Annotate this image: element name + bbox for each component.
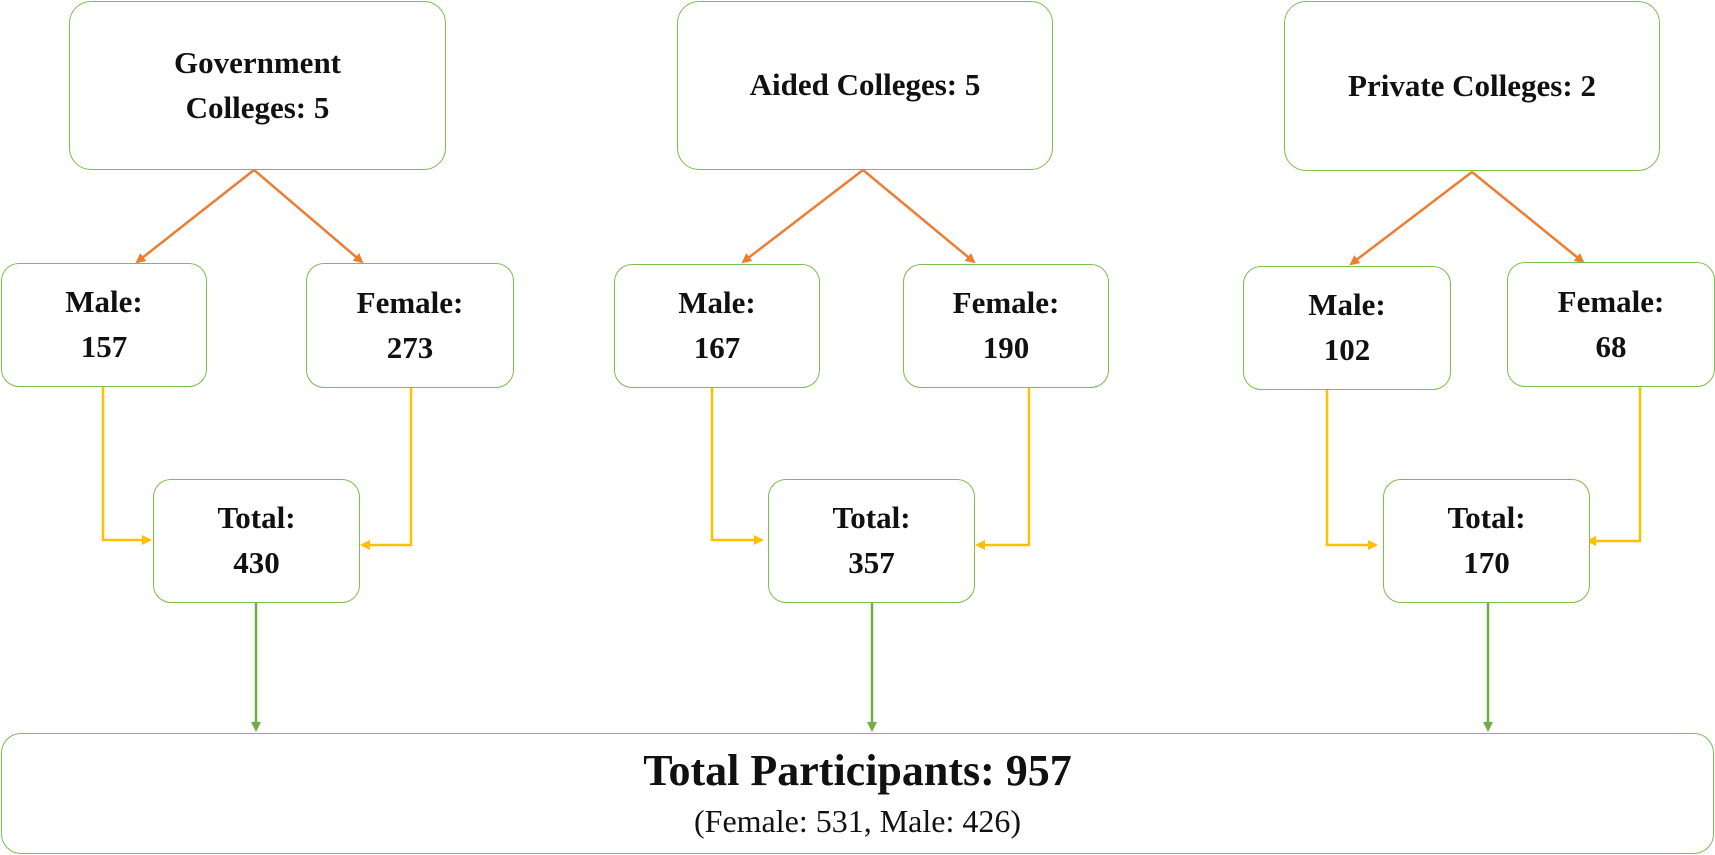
- government-title-line1: Government: [173, 44, 342, 80]
- government-total-label: Total:: [217, 500, 296, 536]
- government-male-box: Male: 157: [1, 263, 207, 387]
- private-title: Private Colleges: 2: [1348, 67, 1596, 103]
- aided-female-box: Female: 190: [903, 264, 1109, 388]
- total-participants-breakdown: (Female: 531, Male: 426): [693, 802, 1022, 839]
- private-female-label: Female:: [1557, 283, 1665, 319]
- government-total-box: Total: 430: [153, 479, 360, 603]
- gov-to-male-arrow: [135, 169, 255, 264]
- aided-male-value: 167: [693, 330, 741, 365]
- private-total-box: Total: 170: [1383, 479, 1590, 603]
- aided-colleges-box: Aided Colleges: 5: [677, 1, 1053, 170]
- private-female-to-total-arrow: [1586, 387, 1642, 546]
- aided-to-female-arrow: [862, 169, 976, 264]
- government-female-label: Female:: [356, 284, 464, 320]
- private-male-to-total-arrow: [1325, 389, 1378, 550]
- aided-female-to-total-arrow: [975, 387, 1031, 550]
- government-male-label: Male:: [65, 284, 143, 320]
- aided-female-value: 190: [982, 330, 1030, 365]
- aided-male-box: Male: 167: [614, 264, 820, 388]
- government-title-line2: Colleges: 5: [185, 89, 330, 125]
- aided-to-male-arrow: [741, 169, 864, 264]
- private-colleges-box: Private Colleges: 2: [1284, 1, 1660, 171]
- aided-male-to-total-arrow: [710, 387, 764, 545]
- government-female-box: Female: 273: [306, 263, 514, 388]
- government-total-value: 430: [233, 545, 280, 580]
- private-to-female-arrow: [1471, 171, 1585, 264]
- gov-to-female-arrow: [253, 169, 364, 264]
- aided-female-label: Female:: [952, 285, 1060, 321]
- private-female-box: Female: 68: [1507, 262, 1715, 387]
- private-to-male-arrow: [1349, 171, 1473, 266]
- government-male-value: 157: [80, 329, 128, 364]
- total-participants-title: Total Participants: 957: [643, 746, 1072, 796]
- private-total-label: Total:: [1447, 500, 1526, 536]
- government-colleges-box: Government Colleges: 5: [69, 1, 446, 170]
- total-participants-box: Total Participants: 957 (Female: 531, Ma…: [1, 733, 1714, 854]
- aided-total-box: Total: 357: [768, 479, 975, 603]
- aided-total-value: 357: [848, 545, 895, 580]
- private-male-label: Male:: [1308, 287, 1386, 323]
- private-male-value: 102: [1323, 332, 1371, 367]
- aided-male-label: Male:: [678, 285, 756, 321]
- government-female-value: 273: [386, 329, 434, 365]
- private-male-box: Male: 102: [1243, 266, 1451, 390]
- private-total-value: 170: [1463, 545, 1510, 580]
- aided-total-label: Total:: [832, 500, 911, 536]
- gov-male-to-total-arrow: [101, 387, 152, 545]
- private-female-value: 68: [1595, 328, 1627, 364]
- gov-female-to-total-arrow: [360, 387, 413, 550]
- aided-title: Aided Colleges: 5: [749, 67, 981, 103]
